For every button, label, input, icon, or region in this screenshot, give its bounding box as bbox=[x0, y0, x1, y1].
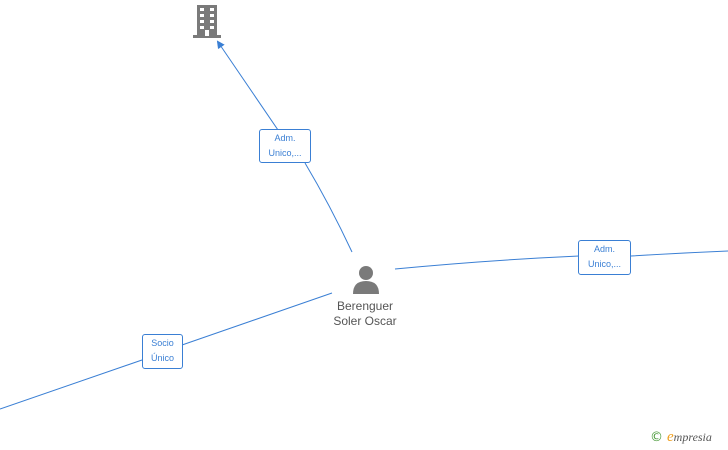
copyright-icon: © bbox=[650, 430, 663, 445]
person-icon bbox=[353, 266, 379, 294]
brand-initial: e bbox=[667, 429, 674, 445]
brand-watermark: © empresia bbox=[650, 429, 712, 447]
edge-label-to-company[interactable]: Adm. Unico,... bbox=[259, 129, 311, 163]
person-name: Berenguer Soler Oscar bbox=[310, 299, 420, 329]
edge-label-line2: Único bbox=[150, 353, 174, 363]
person-name-line2: Soler Oscar bbox=[333, 314, 397, 328]
edge-label-line2: Unico,... bbox=[587, 259, 621, 269]
edge-line-to-left bbox=[0, 292, 333, 410]
edge-label-to-right[interactable]: Adm. Unico,... bbox=[578, 240, 631, 275]
edge-label-line1: Adm. bbox=[593, 244, 615, 254]
person-name-line1: Berenguer bbox=[336, 299, 394, 313]
brand-name: mpresia bbox=[673, 430, 712, 444]
building-icon bbox=[193, 5, 221, 38]
edge-line-to-company bbox=[218, 42, 353, 253]
edge-line-to-right bbox=[394, 250, 728, 270]
company-node[interactable] bbox=[191, 4, 223, 38]
edge-label-line1: Socio bbox=[151, 338, 174, 348]
edge-label-line2: Unico,... bbox=[268, 148, 302, 158]
edge-label-to-left[interactable]: Socio Único bbox=[142, 334, 183, 369]
person-node[interactable] bbox=[351, 264, 381, 294]
edge-label-line1: Adm. bbox=[274, 133, 296, 143]
